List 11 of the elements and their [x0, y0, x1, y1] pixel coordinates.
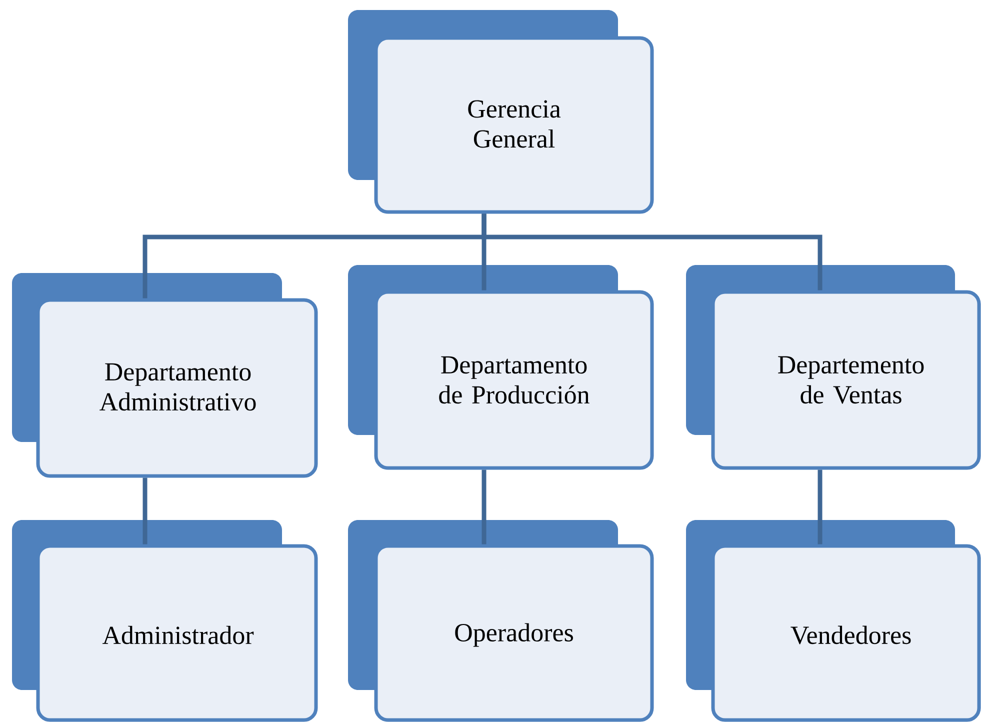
org-box: Administrador	[12, 520, 318, 722]
org-box: Operadores	[348, 520, 654, 722]
connector-line	[142, 478, 148, 544]
org-box: Departamento Administrativo	[12, 273, 318, 478]
org-box: Departamento de Producción	[348, 265, 654, 470]
connector-line	[482, 214, 822, 290]
org-box: Vendedores	[686, 520, 981, 722]
connector-line	[482, 470, 486, 544]
org-box: Gerencia General	[348, 10, 654, 214]
connector-line	[818, 470, 822, 544]
org-box: Departemento de Ventas	[686, 265, 981, 470]
